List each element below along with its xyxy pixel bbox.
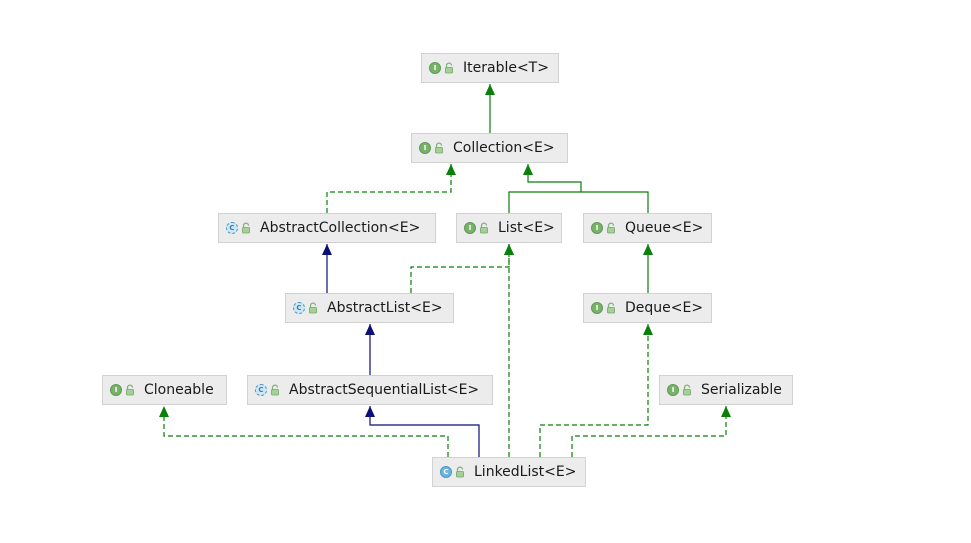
arrowhead-abstract-sequential-list [365, 406, 375, 417]
node-abstract-list[interactable]: C AbstractList<E> [285, 293, 454, 323]
node-label: Cloneable [144, 382, 214, 398]
public-lock-icon [271, 384, 279, 396]
interface-badge-icon: I [591, 302, 603, 314]
arrowhead-collection [446, 164, 456, 175]
edge-queue-to-collection [581, 191, 649, 213]
class-badge-icon: C [440, 466, 452, 478]
public-lock-icon [309, 302, 317, 314]
public-lock-icon [456, 466, 464, 478]
arrowhead-collection [523, 164, 533, 175]
public-lock-icon [242, 222, 250, 234]
arrowhead-list [504, 244, 514, 255]
arrowhead-queue [643, 244, 653, 255]
node-cloneable[interactable]: I Cloneable [102, 375, 227, 405]
node-abstract-sequential-list[interactable]: C AbstractSequentialList<E> [247, 375, 493, 405]
class-badge-icon: C [293, 302, 305, 314]
arrowhead-cloneable [159, 406, 169, 417]
node-list[interactable]: I List<E> [456, 213, 562, 243]
interface-badge-icon: I [110, 384, 122, 396]
node-deque[interactable]: I Deque<E> [583, 293, 712, 323]
interface-badge-icon: I [429, 62, 441, 74]
node-label: LinkedList<E> [474, 464, 577, 480]
class-badge-icon: C [255, 384, 267, 396]
node-label: Collection<E> [453, 140, 555, 156]
node-linked-list[interactable]: C LinkedList<E> [432, 457, 586, 487]
arrowhead-abstract-collection [322, 244, 332, 255]
node-label: Deque<E> [625, 300, 704, 316]
public-lock-icon [607, 302, 615, 314]
public-lock-icon [126, 384, 134, 396]
node-label: List<E> [498, 220, 555, 236]
edge-abstract-collection-to-collection [326, 164, 452, 213]
node-iterable[interactable]: I Iterable<T> [421, 53, 559, 83]
interface-badge-icon: I [667, 384, 679, 396]
arrowhead-iterable [485, 84, 495, 95]
public-lock-icon [435, 142, 443, 154]
interface-badge-icon: I [464, 222, 476, 234]
class-badge-icon: C [226, 222, 238, 234]
node-label: AbstractList<E> [327, 300, 443, 316]
node-label: Iterable<T> [463, 60, 549, 76]
interface-badge-icon: I [419, 142, 431, 154]
interface-badge-icon: I [591, 222, 603, 234]
node-serializable[interactable]: I Serializable [659, 375, 793, 405]
public-lock-icon [607, 222, 615, 234]
public-lock-icon [445, 62, 453, 74]
node-label: AbstractCollection<E> [260, 220, 421, 236]
node-collection[interactable]: I Collection<E> [411, 133, 568, 163]
edge-linked-list-to-cloneable [163, 406, 449, 457]
public-lock-icon [480, 222, 488, 234]
edge-linked-list-to-abstract-sequential-list [369, 406, 480, 457]
node-label: AbstractSequentialList<E> [289, 382, 480, 398]
edge-list-to-collection [508, 164, 582, 213]
edge-abstract-list-to-list [410, 244, 510, 293]
node-label: Queue<E> [625, 220, 704, 236]
public-lock-icon [683, 384, 691, 396]
arrowhead-serializable [721, 406, 731, 417]
edge-linked-list-to-serializable [571, 406, 727, 457]
node-queue[interactable]: I Queue<E> [583, 213, 712, 243]
arrowhead-deque [643, 324, 653, 335]
node-label: Serializable [701, 382, 782, 398]
node-abstract-collection[interactable]: C AbstractCollection<E> [218, 213, 436, 243]
arrowhead-abstract-list [365, 324, 375, 335]
edge-linked-list-to-deque [539, 324, 649, 457]
